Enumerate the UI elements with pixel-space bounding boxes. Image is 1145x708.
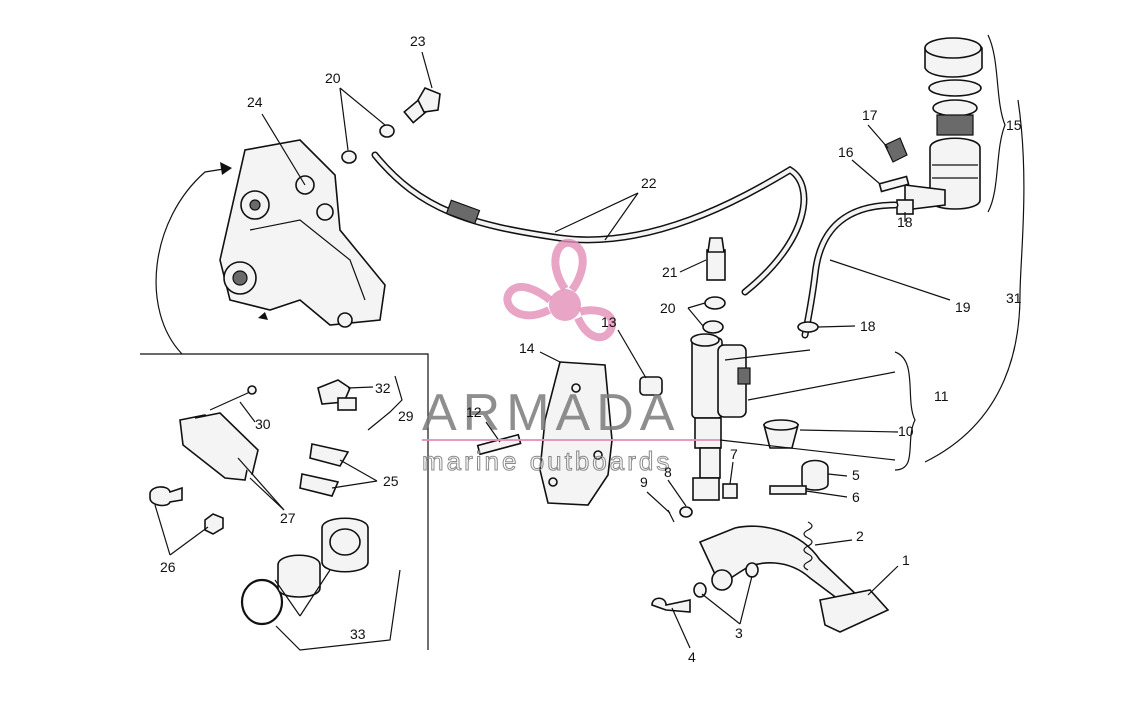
callout-3: 3 — [735, 625, 743, 641]
callout-32: 32 — [375, 380, 391, 396]
watermark-tagline: marine outboards — [422, 446, 672, 476]
callout-31: 31 — [1006, 290, 1022, 306]
inset-frame — [140, 353, 429, 650]
callout-19: 19 — [955, 299, 971, 315]
pedal-pivot-bolt — [651, 597, 691, 613]
brake-pad — [194, 412, 259, 476]
washer — [341, 150, 357, 164]
callout-25: 25 — [383, 473, 399, 489]
callout-14: 14 — [519, 340, 535, 356]
watermark-propeller-hub — [549, 289, 581, 321]
bleed-cap — [204, 513, 224, 535]
watermark-propeller-blade — [551, 238, 587, 293]
pedal-washer — [745, 562, 759, 578]
callout-21: 21 — [662, 264, 678, 280]
callout-27: 27 — [280, 510, 296, 526]
piston — [277, 554, 321, 598]
washer — [379, 124, 395, 138]
watermark-propeller-blade — [503, 283, 553, 320]
callout-11: 11 — [934, 388, 949, 404]
hose-fitting — [896, 199, 914, 215]
leader-lines — [154, 34, 1025, 651]
fluid-reservoir — [904, 37, 983, 211]
callout-4: 4 — [688, 649, 696, 665]
inset-arrow-head — [220, 162, 232, 175]
clevis-pin — [679, 506, 693, 518]
pad-clip — [309, 443, 350, 467]
inset-arrow — [155, 167, 231, 355]
bleed-valve — [337, 397, 357, 411]
callout-33: 33 — [350, 626, 366, 642]
callout-8: 8 — [664, 464, 672, 480]
callout-18-hose: 18 — [860, 318, 876, 334]
heel-guard-bracket — [539, 361, 613, 506]
callout-13: 13 — [601, 314, 617, 330]
bleed-screw — [149, 486, 183, 507]
callout-12: 12 — [466, 404, 482, 420]
callout-10: 10 — [898, 423, 914, 439]
brake-caliper — [219, 139, 386, 328]
hose-clamp — [797, 321, 819, 333]
callout-labels: 1 2 3 4 5 6 7 8 9 10 11 12 13 14 15 16 1… — [160, 33, 1022, 665]
watermark-propeller-blade — [574, 306, 616, 342]
callout-20-lower: 20 — [660, 300, 676, 316]
callout-9: 9 — [640, 474, 648, 490]
callout-23: 23 — [410, 33, 426, 49]
pad-clip — [299, 473, 340, 497]
banjo-bolt — [403, 87, 441, 124]
washer — [702, 320, 724, 334]
hose-sleeve — [445, 199, 481, 225]
callout-26: 26 — [160, 559, 176, 575]
armada-watermark-logo: ARMADA marine outboards — [422, 238, 720, 477]
reservoir-bolt — [878, 175, 910, 193]
reservoir-clip — [884, 137, 908, 163]
pivot-bolt — [722, 483, 738, 499]
callout-16: 16 — [838, 144, 854, 160]
callout-24: 24 — [247, 94, 263, 110]
pad-pin — [209, 391, 251, 411]
spacer — [639, 376, 663, 396]
brake-pad — [179, 414, 251, 481]
callout-2: 2 — [856, 528, 864, 544]
callout-1: 1 — [902, 552, 910, 568]
brake-pedal — [698, 525, 890, 633]
reservoir-hose — [801, 201, 899, 339]
callout-6: 6 — [852, 489, 860, 505]
callout-7: 7 — [730, 446, 738, 462]
brake-hose-upper — [371, 151, 808, 296]
master-cylinder — [690, 333, 751, 501]
callout-18-top: 18 — [897, 214, 913, 230]
callout-17: 17 — [862, 107, 878, 123]
callout-22: 22 — [641, 175, 657, 191]
watermark-brand: ARMADA — [422, 384, 680, 442]
callout-29: 29 — [398, 408, 414, 424]
piston-seal — [240, 578, 284, 626]
callout-30: 30 — [255, 416, 271, 432]
pedal-washer — [693, 582, 707, 598]
bumper-bolt — [769, 485, 807, 495]
callout-5: 5 — [852, 467, 860, 483]
washer — [704, 296, 726, 310]
callout-20-top: 20 — [325, 70, 341, 86]
return-spring — [803, 521, 813, 571]
banjo-bolt-lower — [706, 237, 726, 281]
callout-15: 15 — [1006, 117, 1022, 133]
